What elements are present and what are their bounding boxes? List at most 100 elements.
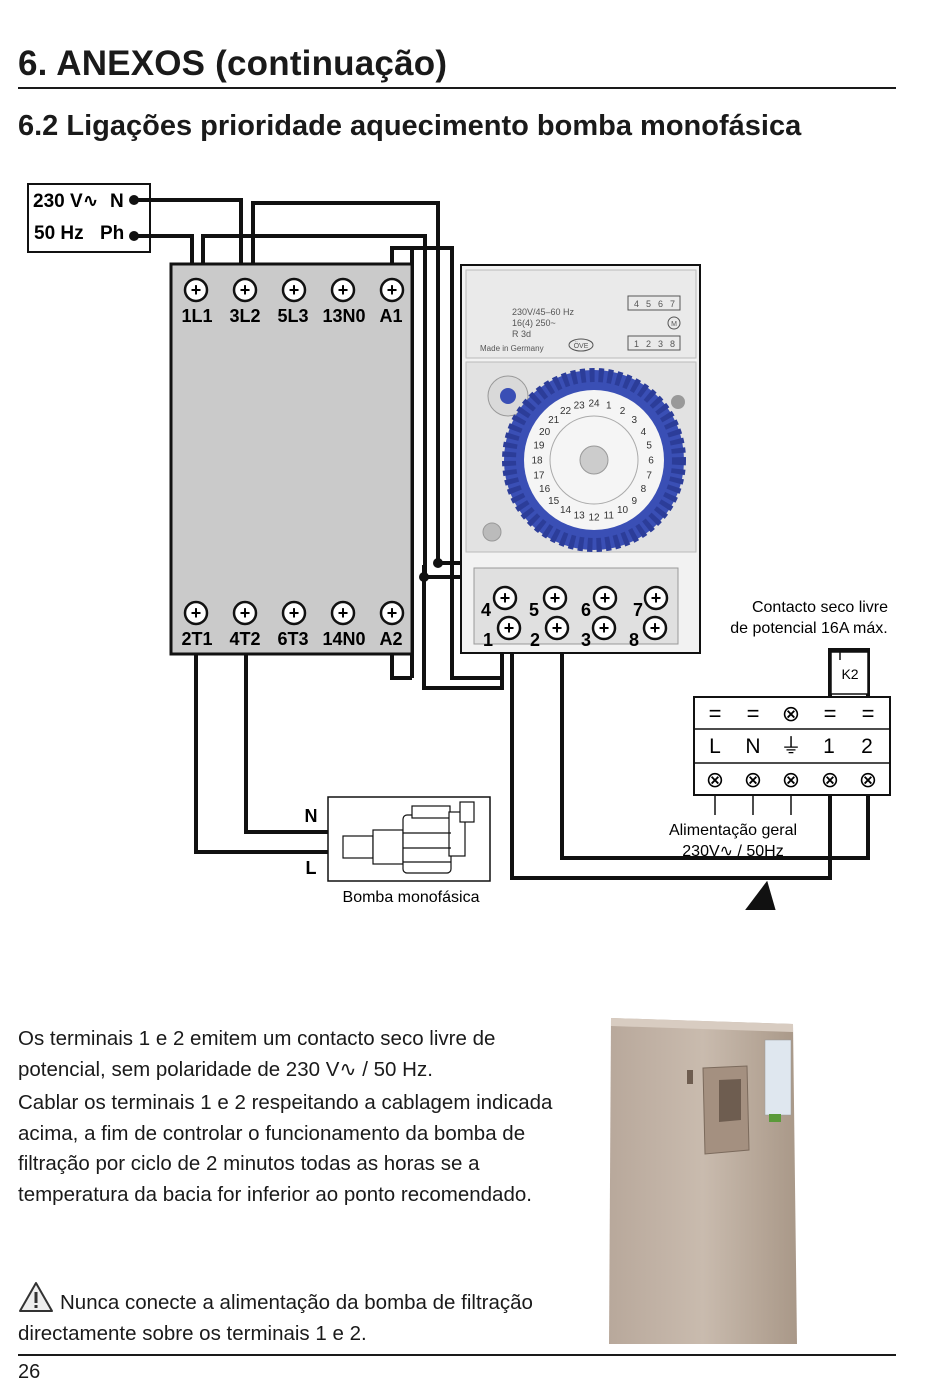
warning-text: Nunca conecte a alimentação da bomba de … xyxy=(18,1291,533,1345)
contactor-terminal-a2: A2 xyxy=(379,629,402,649)
contactor: + + + + + 1L1 3L2 5L3 13N0 A1 + + + + + … xyxy=(169,262,414,656)
timer-relay-diagram: 4 5 6 7 1 2 3 8 M xyxy=(627,295,681,351)
timer-terminal-6: 6 xyxy=(581,600,591,620)
svg-text:+: + xyxy=(599,618,610,638)
timer-relay-top-7: 7 xyxy=(670,299,675,309)
section-subtitle: 6.2 Ligações prioridade aquecimento bomb… xyxy=(18,110,802,142)
tb-bottom-symbol-3: ⊗ xyxy=(782,767,800,792)
contactor-terminal-a1: A1 xyxy=(379,306,402,326)
timer-terminal-screws: + + + + + + + + xyxy=(492,585,669,641)
heatpump-image xyxy=(609,1018,797,1344)
contactor-terminal-3l2: 3L2 xyxy=(229,306,260,326)
timer-relay-bottom-8: 8 xyxy=(670,339,675,349)
timer-terminal-3: 3 xyxy=(581,630,591,650)
timer-relay-top-5: 5 xyxy=(646,299,651,309)
title-divider xyxy=(18,87,896,89)
tb-label-l: L xyxy=(709,735,721,758)
timer-spec-3: R 3d xyxy=(512,329,531,339)
timer-motor-symbol: M xyxy=(671,321,677,328)
timer-relay-bottom-3: 3 xyxy=(658,339,663,349)
k2-relay-label: K2 xyxy=(841,666,858,682)
timer-dial-hour: 20 xyxy=(539,427,551,438)
svg-text:+: + xyxy=(500,588,511,608)
timer-terminal-4: 4 xyxy=(481,600,491,620)
tb-top-symbol-1: = xyxy=(709,701,722,726)
svg-text:+: + xyxy=(289,280,300,300)
timer-terminal-1: 1 xyxy=(483,630,493,650)
timer-dial-hour: 19 xyxy=(533,441,545,452)
svg-text:+: + xyxy=(504,618,515,638)
svg-text:+: + xyxy=(289,603,300,623)
timer-dial-hour: 8 xyxy=(641,484,647,495)
svg-text:+: + xyxy=(240,603,251,623)
tb-label-1: 1 xyxy=(823,735,835,758)
svg-text:+: + xyxy=(240,280,251,300)
timer-dial-hour: 16 xyxy=(539,484,551,495)
tb-bottom-symbol-5: ⊗ xyxy=(859,767,877,792)
svg-text:+: + xyxy=(191,603,202,623)
dry-contact-label-1: Contacto seco livre xyxy=(752,599,888,616)
timer-dial-hour: 4 xyxy=(641,427,647,438)
timer-dial-hour: 23 xyxy=(574,400,586,411)
timer-terminal-7: 7 xyxy=(633,600,643,620)
contactor-bottom-screws: + + + + + xyxy=(183,600,405,626)
timer-terminal-2: 2 xyxy=(530,630,540,650)
timer-made-in: Made in Germany xyxy=(480,344,544,353)
timer-dial-hour: 2 xyxy=(620,406,626,417)
svg-text:+: + xyxy=(191,280,202,300)
svg-text:+: + xyxy=(387,280,398,300)
warning-note: Nunca conecte a alimentação da bomba de … xyxy=(18,1281,578,1349)
svg-text:+: + xyxy=(387,603,398,623)
paragraph-1: Os terminais 1 e 2 emitem um contacto se… xyxy=(18,1027,496,1081)
contactor-terminal-14n0: 14N0 xyxy=(322,629,365,649)
page-title: 6. ANEXOS (continuação) xyxy=(18,44,448,83)
supply-ph-label: Ph xyxy=(100,223,124,244)
timer-dial-hour: 7 xyxy=(646,470,652,481)
supply-box: 230 V∿ N 50 Hz Ph xyxy=(27,183,151,253)
timer-dial-hour: 18 xyxy=(531,456,543,467)
timer: 230V/45–60 Hz 16(4) 250~ R 3d Made in Ge… xyxy=(460,264,701,654)
general-supply-label-1: Alimentação geral xyxy=(669,822,797,839)
timer-dial-hour: 1 xyxy=(606,400,612,411)
footer-divider xyxy=(18,1354,896,1356)
timer-approval-mark: ÖVE xyxy=(574,342,589,350)
contactor-terminal-2t1: 2T1 xyxy=(181,629,212,649)
tb-bottom-symbol-4: ⊗ xyxy=(821,767,839,792)
svg-text:+: + xyxy=(600,588,611,608)
svg-text:+: + xyxy=(338,280,349,300)
timer-dial-hour: 10 xyxy=(617,505,629,516)
timer-dial-hour: 11 xyxy=(604,511,615,522)
timer-dial-hour: 15 xyxy=(548,496,560,507)
timer-dial-hour: 5 xyxy=(646,441,652,452)
svg-text:+: + xyxy=(338,603,349,623)
tb-top-symbol-2: = xyxy=(747,701,760,726)
dry-contact-label-2: de potencial 16A máx. xyxy=(730,620,887,637)
tb-label-ground: ⏚ xyxy=(781,735,802,758)
pump: N L Bomba monofásica xyxy=(305,796,491,906)
timer-dial-hour: 13 xyxy=(574,511,586,522)
tb-top-symbol-4: = xyxy=(824,701,837,726)
supply-freq-label: 50 Hz xyxy=(34,223,84,244)
tb-top-symbol-3: ⊗ xyxy=(782,701,800,726)
tb-top-symbol-5: = xyxy=(862,701,875,726)
timer-dial-hour: 22 xyxy=(560,406,572,417)
contactor-terminal-4t2: 4T2 xyxy=(229,629,260,649)
contactor-terminal-6t3: 6T3 xyxy=(277,629,308,649)
svg-text:+: + xyxy=(550,588,561,608)
warning-triangle-icon xyxy=(19,1282,53,1312)
contactor-top-screws: + + + + + xyxy=(183,277,405,303)
timer-terminal-8: 8 xyxy=(629,630,639,650)
timer-relay-bottom-1: 1 xyxy=(634,339,639,349)
timer-relay-top-6: 6 xyxy=(658,299,663,309)
timer-dial-hour: 9 xyxy=(632,496,638,507)
terminal-block: = = ⊗ = = L N ⏚ 1 2 ⊗ ⊗ ⊗ ⊗ ⊗ xyxy=(693,696,891,815)
wiring-diagram: 230 V∿ N 50 Hz Ph xyxy=(27,183,891,910)
timer-spec-2: 16(4) 250~ xyxy=(512,318,556,328)
svg-text:+: + xyxy=(552,618,563,638)
pump-terminal-l: L xyxy=(306,858,317,878)
timer-dial-hour: 12 xyxy=(588,513,600,524)
timer-dial-hour: 17 xyxy=(533,470,545,481)
timer-relay-bottom-2: 2 xyxy=(646,339,651,349)
